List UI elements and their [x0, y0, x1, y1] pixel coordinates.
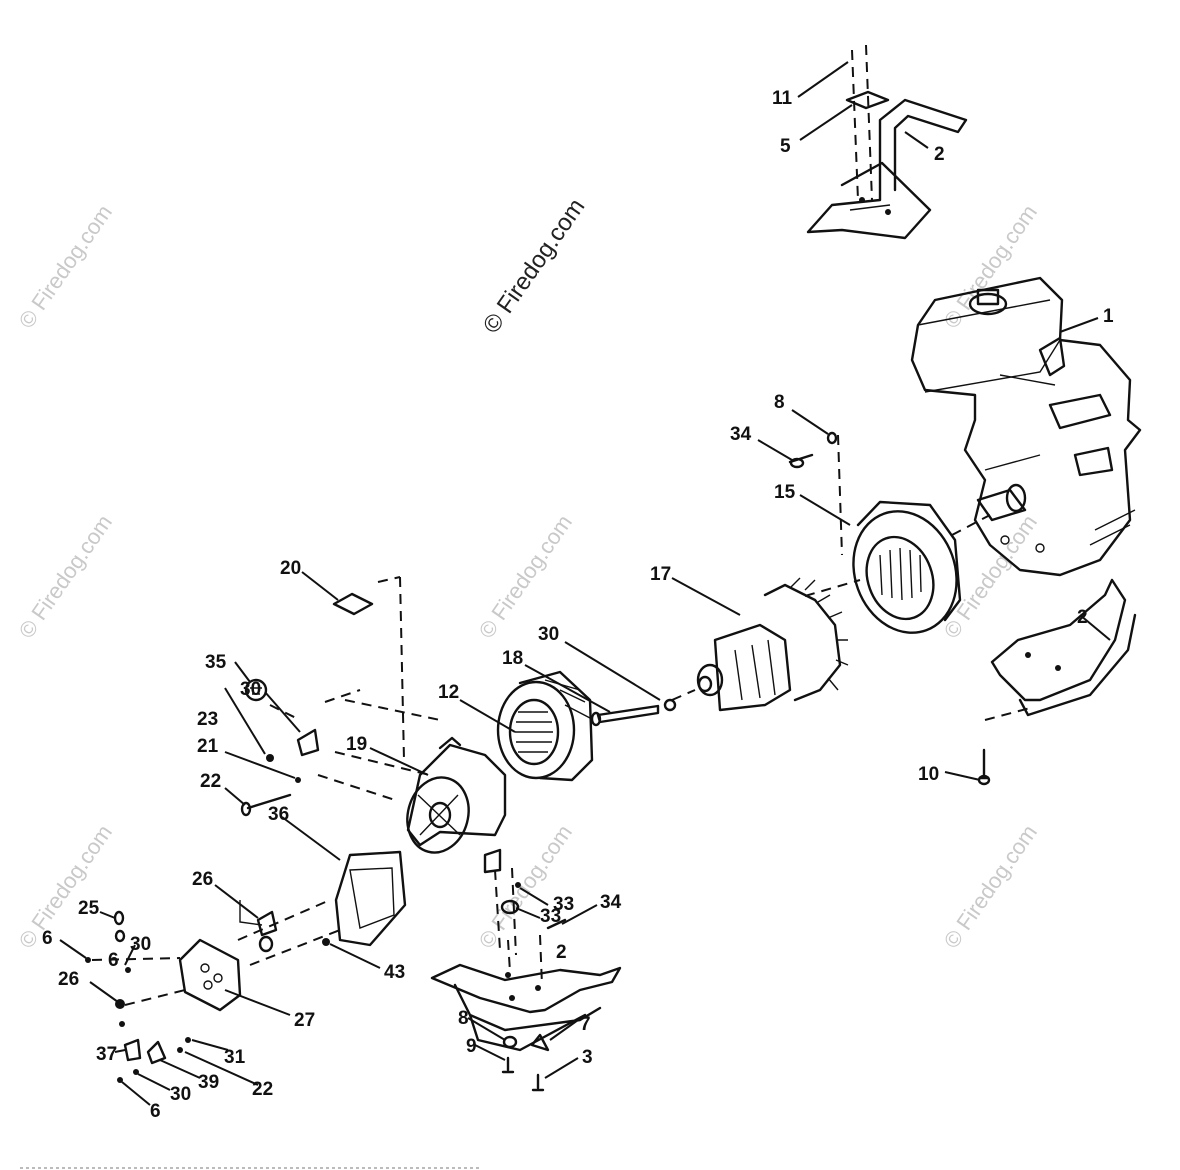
- callout-26: 26: [58, 969, 79, 990]
- leader-lines: [59, 61, 1111, 1106]
- top-mounting-bracket: [806, 44, 968, 240]
- callout-6: 6: [150, 1101, 161, 1122]
- callout-3: 3: [582, 1047, 593, 1068]
- callout-36: 34: [730, 424, 752, 445]
- engine: [910, 276, 1142, 577]
- callout-37: 35: [205, 652, 227, 673]
- callout-28: 30: [240, 679, 261, 700]
- callout-2: 2: [934, 144, 945, 165]
- callout-8: 8: [774, 392, 785, 413]
- watermark-main: © Firedog.com: [478, 194, 591, 339]
- callout-33: 33: [540, 906, 561, 927]
- screws-left: [240, 754, 396, 817]
- small-hardware: [85, 910, 330, 1083]
- terminal-block: [244, 678, 441, 776]
- watermark-tile: © Firedog.com: [474, 820, 577, 953]
- callout-29: 30: [538, 624, 559, 645]
- callout-12: 12: [438, 682, 459, 703]
- part-number-labels: 11 5 2 1 8 34 15 17 2 30 18 12 20 35 30 …: [42, 88, 1114, 1122]
- callout-30: 30: [170, 1084, 191, 1105]
- callout-18: 19: [346, 734, 367, 755]
- callout-9: 9: [466, 1036, 477, 1057]
- callout-19: 20: [280, 558, 301, 579]
- bottom-mounting-bracket: [430, 882, 622, 1092]
- callout-30: 30: [130, 934, 151, 955]
- brush-plate: [178, 899, 341, 1012]
- callout-20: 21: [197, 736, 219, 757]
- callout-7: 7: [580, 1014, 591, 1035]
- callout-27: 27: [294, 1010, 315, 1031]
- callout-22: 22: [252, 1079, 273, 1100]
- watermark-tile: © Firedog.com: [14, 510, 117, 643]
- callout-17: 18: [502, 648, 523, 669]
- label-plate: [332, 576, 405, 761]
- watermark-tile: © Firedog.com: [474, 510, 577, 643]
- callout-10: 10: [918, 764, 939, 785]
- through-bolt: [590, 698, 677, 727]
- watermark-tile: © Firedog.com: [939, 820, 1042, 953]
- watermark-tiles: © Firedog.com © Firedog.com © Firedog.co…: [14, 194, 1042, 953]
- fan-housing: [788, 431, 991, 634]
- rotor-armature: [671, 577, 849, 712]
- callout-8: 8: [458, 1008, 469, 1029]
- callout-13: 15: [774, 482, 796, 503]
- callout-15: 17: [650, 564, 671, 585]
- stator: [496, 670, 594, 782]
- watermark-tile: © Firedog.com: [14, 200, 117, 333]
- end-bell-housing: [406, 736, 517, 956]
- cover-shroud: [334, 850, 407, 947]
- callout-41: 39: [198, 1072, 219, 1093]
- callout-2: 2: [1077, 607, 1088, 628]
- callout-11: 11: [772, 88, 793, 109]
- callout-21: 22: [200, 771, 221, 792]
- callout-34: 34: [600, 892, 622, 913]
- watermark-tile: © Firedog.com: [14, 820, 117, 953]
- callout-6: 6: [42, 928, 53, 949]
- right-mounting-bracket: [977, 578, 1137, 786]
- callout-35: 33: [553, 894, 574, 915]
- callout-26: 26: [192, 869, 213, 890]
- callout-23: 23: [197, 709, 218, 730]
- callout-5: 5: [780, 136, 791, 157]
- callout-31: 31: [224, 1047, 246, 1068]
- callout-6: 6: [108, 950, 119, 971]
- callout-39: 36: [268, 804, 289, 825]
- callout-40: 37: [96, 1044, 117, 1065]
- callout-1: 1: [1103, 306, 1114, 327]
- callout-43: 43: [384, 962, 405, 983]
- callout-2: 2: [556, 942, 567, 963]
- watermark-tile: © Firedog.com: [939, 510, 1042, 643]
- callout-25: 25: [78, 898, 100, 919]
